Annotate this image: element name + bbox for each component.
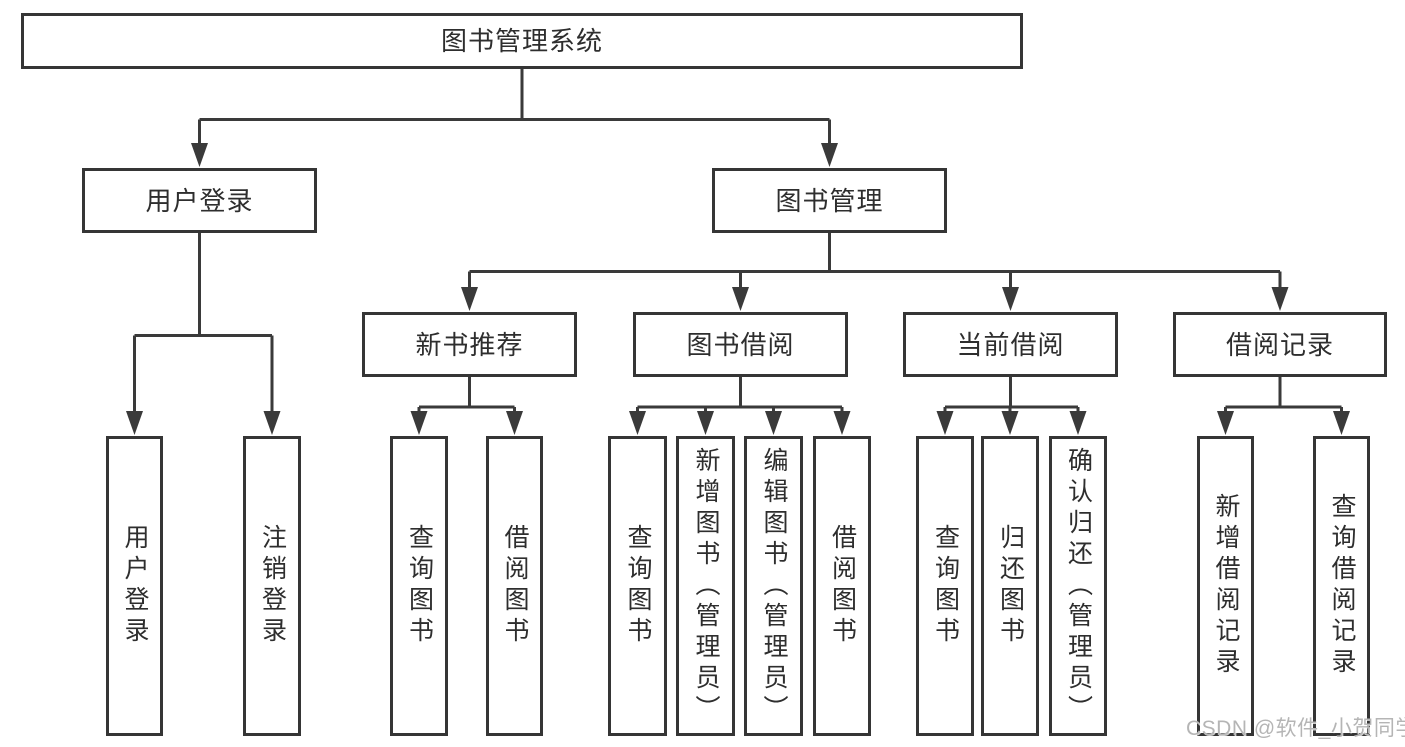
leaf-add-borrow-record-label: 新增借阅记录 — [1212, 493, 1240, 679]
node-book-management: 图书管理 — [712, 168, 947, 233]
leaf-logout: 注销登录 — [243, 436, 301, 736]
node-book-borrowing: 图书借阅 — [633, 312, 848, 377]
csdn-watermark: CSDN @软件_小贺同学 — [1186, 717, 1405, 740]
leaf-user-login: 用户登录 — [106, 436, 163, 736]
leaf-query-books-newbook: 查询图书 — [390, 436, 448, 736]
leaf-confirm-return-admin-label: 确认归还（管理员） — [1064, 446, 1093, 726]
leaf-logout-label: 注销登录 — [258, 524, 287, 648]
leaf-borrow-books-newbook-label: 借阅图书 — [501, 524, 529, 648]
leaf-edit-book-admin: 编辑图书（管理员） — [744, 436, 803, 736]
leaf-confirm-return-admin: 确认归还（管理员） — [1049, 436, 1107, 736]
node-book-borrowing-label: 图书借阅 — [686, 329, 795, 360]
leaf-add-book-admin: 新增图书（管理员） — [676, 436, 735, 736]
leaf-return-book: 归还图书 — [981, 436, 1039, 736]
node-user-login-label: 用户登录 — [145, 185, 254, 216]
leaf-borrow-books-borrowing-label: 借阅图书 — [828, 524, 857, 648]
node-current-borrowing-label: 当前借阅 — [956, 329, 1065, 360]
node-root-label: 图书管理系统 — [440, 26, 603, 56]
node-borrowing-records-label: 借阅记录 — [1225, 329, 1334, 360]
node-book-management-label: 图书管理 — [775, 185, 884, 216]
node-root: 图书管理系统 — [21, 13, 1023, 69]
leaf-query-borrow-record-label: 查询借阅记录 — [1328, 493, 1356, 679]
node-borrowing-records: 借阅记录 — [1173, 312, 1387, 377]
node-current-borrowing: 当前借阅 — [903, 312, 1118, 377]
leaf-query-books-current-label: 查询图书 — [931, 524, 960, 648]
node-new-book-recommend-label: 新书推荐 — [415, 329, 524, 360]
leaf-return-book-label: 归还图书 — [996, 524, 1025, 648]
node-user-login: 用户登录 — [82, 168, 317, 233]
leaf-borrow-books-newbook: 借阅图书 — [486, 436, 543, 736]
leaf-query-books-borrowing: 查询图书 — [608, 436, 667, 736]
leaf-query-books-current: 查询图书 — [916, 436, 974, 736]
leaf-user-login-label: 用户登录 — [121, 524, 149, 648]
node-new-book-recommend: 新书推荐 — [362, 312, 577, 377]
leaf-edit-book-admin-label: 编辑图书（管理员） — [760, 446, 788, 726]
leaf-add-book-admin-label: 新增图书（管理员） — [692, 446, 720, 726]
leaf-borrow-books-borrowing: 借阅图书 — [813, 436, 871, 736]
leaf-query-borrow-record: 查询借阅记录 — [1313, 436, 1370, 736]
leaf-add-borrow-record: 新增借阅记录 — [1197, 436, 1254, 736]
leaf-query-books-borrowing-label: 查询图书 — [624, 524, 652, 648]
leaf-query-books-newbook-label: 查询图书 — [405, 524, 434, 648]
